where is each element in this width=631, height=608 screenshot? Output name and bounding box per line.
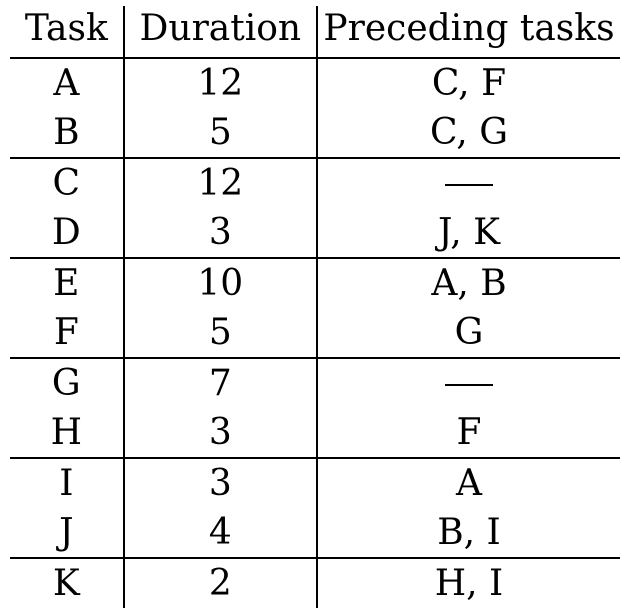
cell-preceding-tasks: A bbox=[316, 459, 620, 508]
no-predecessor-dash bbox=[445, 384, 493, 386]
header-preceding-tasks: Preceding tasks bbox=[316, 6, 620, 57]
cell-preceding-tasks: C, F bbox=[316, 59, 620, 108]
cell-preceding-tasks: C, G bbox=[316, 108, 620, 157]
cell-task: C bbox=[52, 163, 81, 204]
cell-duration: 3 bbox=[122, 208, 316, 257]
group-separator-line bbox=[10, 157, 620, 159]
group-separator-line bbox=[10, 357, 620, 359]
group-separator-line bbox=[10, 457, 620, 459]
group-separator-line bbox=[10, 557, 620, 559]
cell-preceding-tasks: G bbox=[316, 308, 620, 357]
cell-duration: 12 bbox=[122, 59, 316, 108]
cell-task: A bbox=[53, 63, 80, 104]
no-predecessor-dash bbox=[445, 184, 493, 186]
cell-preceding-tasks: H, I bbox=[316, 559, 620, 608]
cell-preceding-tasks: A, B bbox=[316, 259, 620, 308]
cell-duration: 3 bbox=[122, 459, 316, 508]
cell-task: G bbox=[51, 363, 81, 404]
cell-preceding-tasks bbox=[316, 359, 620, 408]
cell-task: K bbox=[52, 563, 80, 604]
cell-duration: 3 bbox=[122, 408, 316, 457]
cell-task: E bbox=[53, 263, 80, 304]
table-row: C 12 bbox=[10, 159, 620, 208]
cell-task: D bbox=[51, 212, 81, 253]
cell-task: J bbox=[59, 512, 74, 553]
group-separator-line bbox=[10, 257, 620, 259]
cell-duration: 5 bbox=[122, 108, 316, 157]
cell-duration: 12 bbox=[122, 159, 316, 208]
cell-task: B bbox=[53, 112, 80, 153]
cell-task: F bbox=[53, 312, 79, 353]
table-header-row: Task Duration Preceding tasks bbox=[10, 6, 620, 57]
cell-preceding-tasks bbox=[316, 159, 620, 208]
cell-preceding-tasks: J, K bbox=[316, 208, 620, 257]
cell-task: I bbox=[59, 463, 74, 504]
cell-preceding-tasks: B, I bbox=[316, 508, 620, 557]
cell-duration: 10 bbox=[122, 259, 316, 308]
cell-duration: 2 bbox=[122, 559, 316, 608]
cell-preceding-tasks: F bbox=[316, 408, 620, 457]
cell-duration: 7 bbox=[122, 359, 316, 408]
cell-task: H bbox=[50, 412, 83, 453]
header-task: Task bbox=[24, 8, 108, 49]
cell-duration: 5 bbox=[122, 308, 316, 357]
header-duration: Duration bbox=[122, 6, 316, 57]
group-separator-line bbox=[10, 57, 620, 59]
cell-duration: 4 bbox=[122, 508, 316, 557]
